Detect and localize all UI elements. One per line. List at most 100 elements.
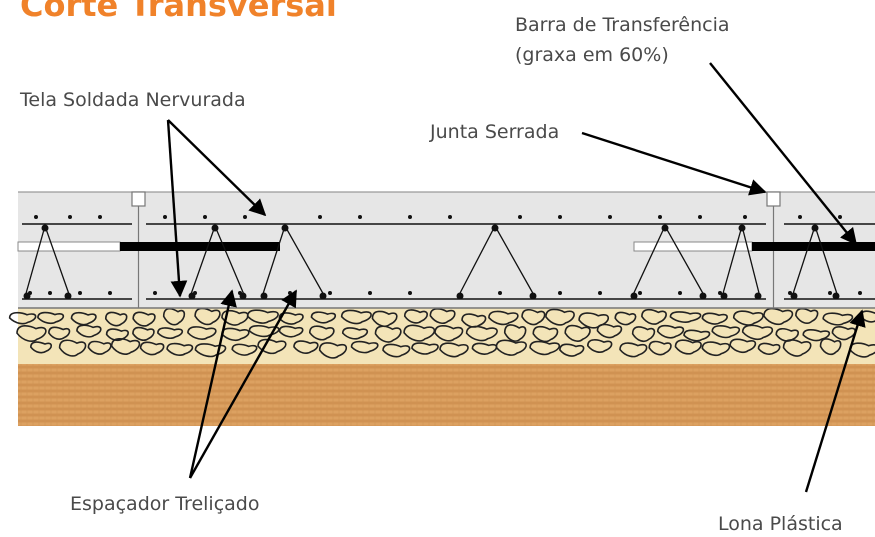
truss-node <box>738 224 746 232</box>
mesh-bar-bottom <box>408 291 412 295</box>
gravel-stone <box>757 342 781 355</box>
gravel-stone <box>439 342 469 358</box>
gravel-stone <box>310 311 337 324</box>
truss-node <box>754 292 762 300</box>
truss-node <box>456 292 464 300</box>
gravel-stone <box>341 327 369 340</box>
gravel-stone <box>545 308 575 326</box>
mesh-bar-top <box>163 215 167 219</box>
mesh-bar-top <box>243 215 247 219</box>
arrow-espacador-1 <box>188 289 237 479</box>
gravel-stone <box>849 342 875 358</box>
gravel-stone <box>495 339 527 356</box>
gravel-stone <box>732 310 764 326</box>
gravel-stone <box>596 323 623 339</box>
mesh-bar-bottom <box>368 291 372 295</box>
gravel-stone <box>656 324 685 339</box>
gravel-stone <box>318 342 348 359</box>
label-lona: Lona Plástica <box>718 513 843 535</box>
mesh-bar-bottom <box>678 291 682 295</box>
label-junta-serrada: Junta Serrada <box>430 121 560 143</box>
gravel-stone <box>741 324 774 341</box>
diagram-title: Corte Transversal <box>20 0 337 24</box>
truss-node <box>23 292 31 300</box>
label-espacador: Espaçador Treliçado <box>70 493 260 515</box>
mesh-bar-bottom <box>498 291 502 295</box>
mesh-bar-top <box>98 215 102 219</box>
gravel-stone <box>775 327 800 342</box>
gravel-stone <box>614 311 637 326</box>
gravel-stone <box>132 311 156 327</box>
gravel-stone <box>411 342 439 355</box>
mesh-bar-bottom <box>858 291 862 295</box>
gravel-stone <box>187 326 217 340</box>
gravel-stone <box>465 325 498 342</box>
gravel-stone <box>48 326 71 340</box>
mesh-bar-top <box>698 215 702 219</box>
gravel-stone <box>374 325 402 343</box>
gravel-stone <box>503 324 527 342</box>
leader-arrows <box>166 62 866 493</box>
gravel-stone <box>340 309 372 325</box>
gravel-stone <box>246 309 279 324</box>
mesh-bar-bottom <box>598 291 602 295</box>
gravel-stone <box>16 325 47 342</box>
gravel-stone <box>8 311 37 325</box>
truss-node <box>211 224 219 232</box>
gravel-stone <box>711 325 741 339</box>
truss-node <box>41 224 49 232</box>
gravel-stone <box>278 325 304 338</box>
mesh-bar-bottom <box>788 291 792 295</box>
gravel-stones <box>8 307 875 359</box>
truss-node <box>529 292 537 300</box>
gravel-stone <box>802 329 831 342</box>
mesh-bar-bottom <box>288 291 292 295</box>
gravel-stone <box>429 308 456 324</box>
mesh-bar-top <box>743 215 747 219</box>
gravel-stone <box>70 311 97 326</box>
truss-node <box>491 224 499 232</box>
gravel-stone <box>631 326 656 343</box>
truss-node <box>720 292 728 300</box>
gravel-stone <box>308 325 335 341</box>
truss-node <box>239 292 247 300</box>
mesh-bar-bottom <box>48 291 52 295</box>
gravel-stone <box>641 308 667 325</box>
gravel-stone <box>76 324 102 338</box>
label-barra-line1: Barra de Transferência <box>515 14 730 36</box>
label-barra-line2: (graxa em 60%) <box>515 44 669 66</box>
mesh-bar-top <box>408 215 412 219</box>
gravel-stone <box>58 339 87 357</box>
truss-spacers <box>23 223 840 300</box>
truss-node <box>260 292 268 300</box>
gravel-stone <box>403 309 429 324</box>
mesh-bar-top <box>68 215 72 219</box>
gravel-stone <box>166 342 194 356</box>
arrow-tela-top <box>167 119 267 217</box>
mesh-bar-top <box>798 215 802 219</box>
arrow-barra <box>709 62 858 246</box>
gravel-stone <box>293 340 319 354</box>
truss-node <box>790 292 798 300</box>
arrow-tela-bottom <box>166 119 188 298</box>
truss-node <box>188 292 196 300</box>
mesh-bar-bottom <box>828 291 832 295</box>
dowel-bars <box>17 241 875 252</box>
gravel-stone <box>37 311 65 325</box>
gravel-stone <box>701 312 728 325</box>
gravel-stone <box>382 343 411 358</box>
truss-node <box>832 292 840 300</box>
gravel-stone <box>521 308 546 326</box>
arrow-espacador-2 <box>188 289 298 479</box>
mesh-bar-top <box>658 215 662 219</box>
gravel-stone <box>278 312 304 325</box>
mesh-bar-bottom <box>558 291 562 295</box>
gravel-stone <box>669 311 702 323</box>
gravel-stone <box>350 340 379 354</box>
gravel-stone <box>819 338 842 356</box>
gravel-stone <box>157 327 184 339</box>
gravel-stone <box>729 338 757 354</box>
mesh-bar-top <box>358 215 362 219</box>
gravel-stone <box>578 312 610 329</box>
